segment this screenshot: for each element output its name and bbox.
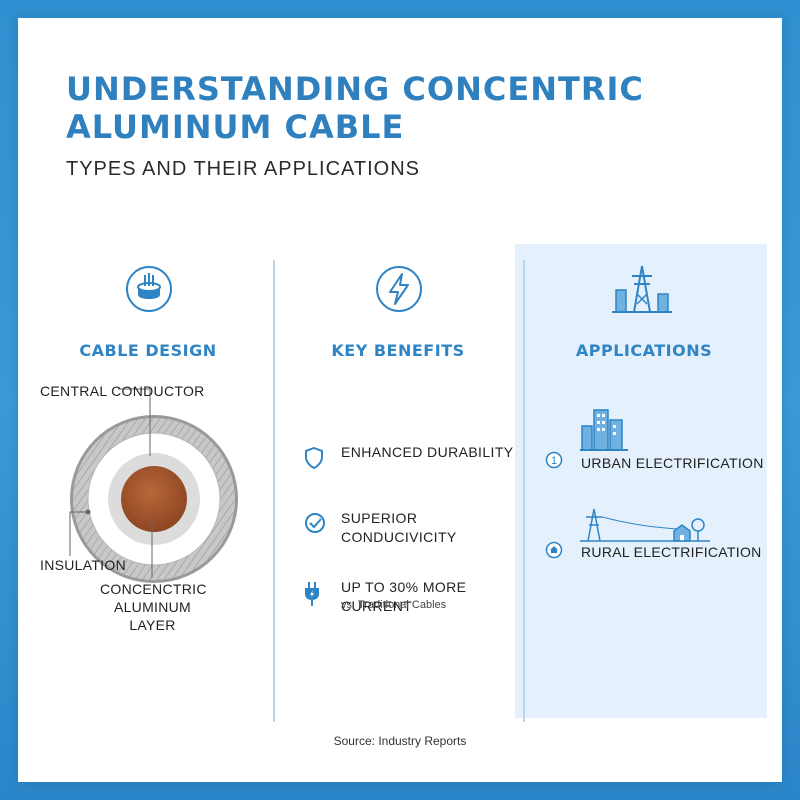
benefit-current-subtitle: vs. Traditional Cables: [341, 599, 447, 611]
page-title: UNDERSTANDING CONCENTRIC ALUMINUM CABLE: [66, 70, 644, 146]
aluminum-layer-label: CONCENCTRIC ALUMINUM LAYER: [100, 581, 207, 633]
urban-electrification-label: URBAN ELECTRIFICATION: [581, 455, 764, 471]
page-subtitle: TYPES AND THEIR APPLICATIONS: [66, 158, 421, 180]
cable-cross-section: [70, 415, 238, 583]
shield-icon: [305, 447, 323, 469]
home-icon: [545, 541, 563, 559]
central-conductor-label: CENTRAL CONDUCTOR: [40, 383, 205, 399]
source-footer: Source: Industry Reports: [333, 734, 467, 748]
rural-electrification-label: RURAL ELECTRIFICATION: [581, 544, 762, 560]
city-buildings-icon: [580, 409, 628, 451]
key-benefits-heading: KEY BENEFITS: [331, 341, 465, 360]
benefit-conductivity-title: SUPERIOR CONDUCIVICITY: [341, 510, 457, 545]
plug-icon: [305, 582, 319, 606]
cable-icon: [126, 266, 172, 312]
column-divider-left: [273, 260, 275, 722]
urban-marker-icon: 1: [545, 451, 563, 469]
rural-power-line-icon: [580, 508, 710, 542]
power-tower-icon: [612, 265, 672, 313]
column-divider-right: [523, 260, 525, 722]
cable-design-heading: CABLE DESIGN: [79, 341, 217, 360]
insulation-label: INSULATION: [40, 557, 126, 573]
lightning-icon: [376, 266, 422, 312]
applications-panel: [515, 244, 767, 718]
benefit-durability-title: ENHANCED DURABILITY: [341, 444, 514, 460]
infographic-card: UNDERSTANDING CONCENTRIC ALUMINUM CABLE …: [18, 18, 782, 782]
benefit-current-title: UP TO 30% MORE CURRENT: [341, 579, 467, 614]
check-circle-icon: [305, 513, 325, 533]
applications-heading: APPLICATIONS: [575, 341, 713, 360]
leader-lines: [69, 388, 153, 578]
urban-marker-number: 1: [551, 455, 557, 467]
